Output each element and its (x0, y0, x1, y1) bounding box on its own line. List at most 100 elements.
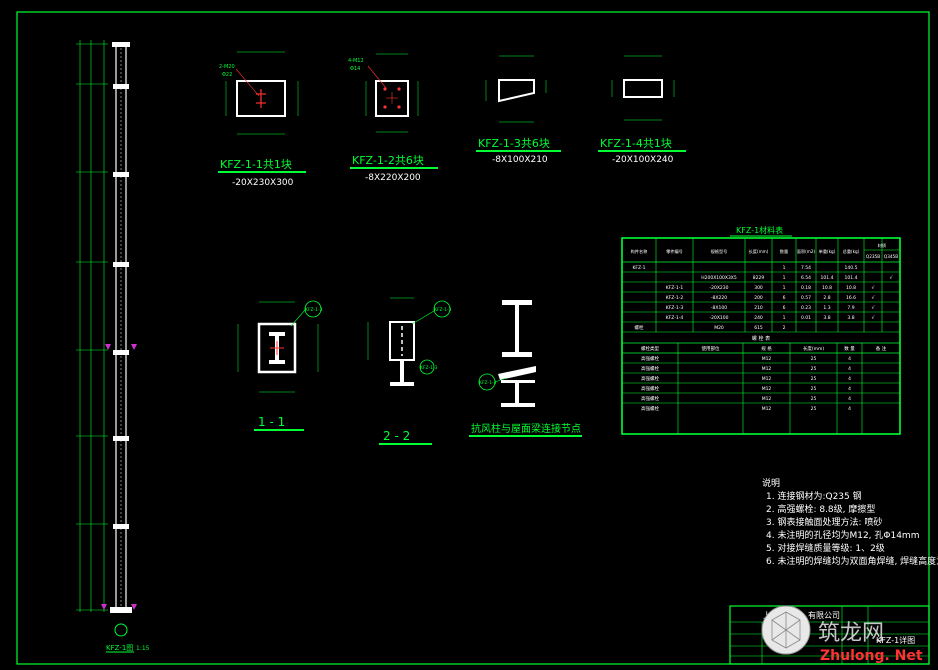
bolt-cell: 4 (848, 366, 851, 372)
bom-header-9: Q345B (884, 254, 898, 259)
bom-cell: 6 (783, 305, 786, 311)
section-2-2: KFZ-1-3 KFZ-1-3 2 - 2 (367, 297, 452, 445)
plate2-bolt-note: 4-M12 (348, 58, 364, 64)
bom-cell: 1 (783, 275, 786, 281)
plate-kfz-1-2: 4-M12 Φ14 KFZ-1-2共6块 -8X220X200 (348, 53, 438, 183)
title-drawing-no: KFZ-1详图 (876, 635, 915, 645)
bom-cell: 1 (783, 315, 786, 321)
bom-cell: 140.5 (845, 265, 858, 271)
bom-cell: KFZ-1-4 (666, 315, 684, 321)
bom-cell: 10.8 (846, 285, 856, 291)
bolt-cell: 25 (811, 386, 817, 392)
watermark-text: 筑龙网 (818, 621, 884, 646)
plate-kfz-1-4: KFZ-1-4共1块 -20X100X240 (598, 55, 686, 165)
bolt-header-1: 使用部位 (702, 345, 720, 352)
bom-cell: 2 (783, 325, 786, 331)
section-connection-node: KFZ-1-4 抗风柱与屋面梁连接节点 (469, 300, 582, 437)
bom-cell: 螺栓 (635, 324, 644, 331)
s1-label: 1 - 1 (258, 415, 285, 429)
section-1-1: KFZ-1-3 1 - 1 (237, 300, 323, 431)
s1-plate-tag: KFZ-1-3 (305, 307, 323, 313)
bom-header-0: 构件名称 (631, 248, 648, 255)
bom-cell: M20 (714, 325, 724, 331)
bom-cell: 615 (754, 325, 763, 331)
drawing-frame (16, 11, 930, 665)
s2-plate-tag-2: KFZ-1-3 (420, 365, 438, 371)
bom-cell: KFZ-1-2 (666, 295, 684, 301)
watermark-logo: 筑龙网 Zhulong. Net (761, 605, 923, 664)
bolt-cell: 25 (811, 396, 817, 402)
bom-cell: -20X100 (709, 315, 728, 321)
bom-cell: √ (890, 275, 893, 281)
plate4-title: KFZ-1-4共1块 (600, 137, 672, 150)
bom-cell: H200X100X3X5 (701, 275, 737, 281)
bom-cell: 240 (754, 315, 763, 321)
bolt-cell: 25 (811, 406, 817, 412)
bom-cell: 3.8 (823, 315, 830, 321)
bolt-cell: 高强螺栓 (641, 375, 659, 382)
bom-cell: -8X100 (711, 305, 727, 311)
plate1-title: KFZ-1-1共1块 (220, 158, 292, 171)
bolt-header-4: 数 量 (844, 345, 855, 352)
bolt-cell: 4 (848, 406, 851, 412)
bom-header-6: 单重(kg) (819, 248, 836, 255)
bom-cell: 1 (783, 285, 786, 291)
bom-cell: 6.54 (801, 275, 811, 281)
plate-kfz-1-3: KFZ-1-3共6块 -8X100X210 (476, 55, 561, 165)
bom-cell: 300 (754, 285, 763, 291)
bom-cell: 101.4 (821, 275, 834, 281)
column-elevation: KFZ-1图 1:15 (76, 40, 150, 653)
bolt-cell: 高强螺栓 (641, 395, 659, 402)
bolt-header-5: 备 注 (876, 345, 887, 352)
bom-cell: 6 (783, 295, 786, 301)
bom-header-5: 面积(m2) (797, 248, 816, 255)
plate1-hole-note: Φ22 (222, 72, 232, 78)
plate2-spec: -8X220X200 (365, 173, 421, 183)
bom-cell: 7.54 (801, 265, 811, 271)
bolt-header-2: 规 格 (761, 345, 772, 352)
bolt-cell: 25 (811, 356, 817, 362)
bolt-cell: M12 (762, 366, 772, 372)
bom-cell: 3.8 (847, 315, 854, 321)
bom-cell: √ (872, 295, 875, 301)
stiffener-marks (113, 84, 129, 529)
bom-header-7: 总重(kg) (843, 248, 860, 254)
bolt-cell: 高强螺栓 (641, 355, 659, 362)
plate3-title: KFZ-1-3共6块 (478, 137, 550, 150)
bom-title: KFZ-1材料表 (736, 225, 783, 235)
bom-cell: 0.01 (801, 315, 811, 321)
bom-cell: 10.8 (822, 285, 832, 291)
bom-table: KFZ-1材料表 构件名称零件编号规格型号长度(mm)数量面积(m2)单重(kg… (621, 225, 901, 435)
bom-cell: 16.6 (846, 295, 856, 301)
plate3-spec: -8X100X210 (492, 155, 548, 165)
bom-header-4: 数量 (780, 248, 788, 255)
bom-cell: 0.57 (801, 295, 811, 301)
bom-cell: 1.3 (823, 305, 830, 311)
s2-label: 2 - 2 (383, 429, 410, 443)
column-scale: 1:15 (136, 645, 150, 652)
bom-cell: KFZ-1 (632, 265, 645, 271)
bolt-cell: 4 (848, 376, 851, 382)
plate-kfz-1-1: 2-M20 Φ22 KFZ-1-1共1块 -20X230X300 (218, 51, 306, 188)
note-line-5: 5. 对接焊缝质量等级: 1、2级 (766, 542, 885, 554)
bolt-header-0: 螺栓类型 (641, 345, 659, 352)
bom-cell: 0.23 (801, 305, 811, 311)
bom-cell: 8229 (753, 275, 765, 281)
bolt-header-3: 长度(mm) (803, 345, 825, 352)
plate1-bolt-note: 2-M20 (219, 64, 235, 70)
note-line-3: 3. 钢表接触面处理方法: 喷砂 (766, 516, 882, 528)
bom-cell: 200 (754, 295, 763, 301)
bolt-cell: 高强螺栓 (641, 365, 659, 372)
bom-material-header: 材质 (878, 242, 886, 249)
bolt-cell: 25 (811, 366, 817, 372)
bom-cell: 2.8 (823, 295, 830, 301)
note-line-4: 4. 未注明的孔径均为M12, 孔Φ14mm (766, 529, 919, 541)
bolt-cell: M12 (762, 356, 772, 362)
bolt-cell: M12 (762, 386, 772, 392)
bolt-cell: 25 (811, 376, 817, 382)
bom-cell: √ (872, 315, 875, 321)
bom-cell: 210 (754, 305, 763, 311)
bom-header-1: 零件编号 (666, 248, 683, 255)
bom-cell: 0.18 (801, 285, 811, 291)
